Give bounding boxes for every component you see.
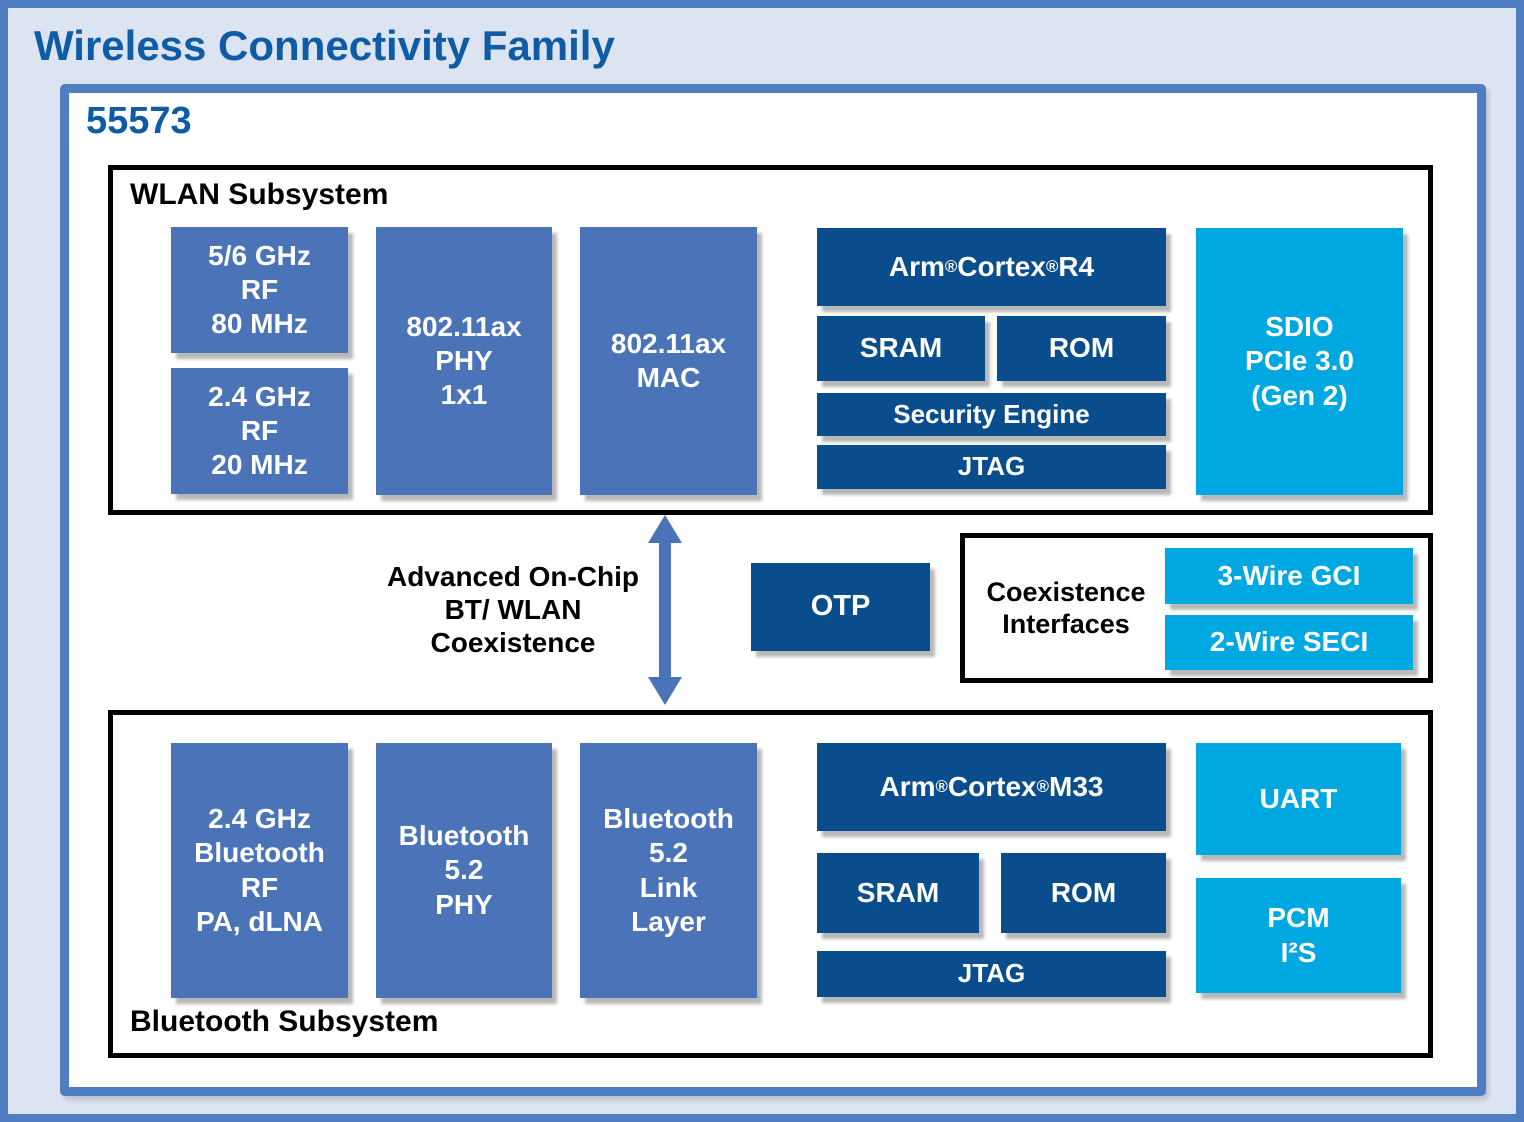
otp-block: OTP [751, 563, 930, 651]
wlan-block-security-engine: Security Engine [817, 393, 1166, 436]
bt-block-link-layer: Bluetooth 5.2 Link Layer [580, 743, 757, 998]
bt-block-phy: Bluetooth 5.2 PHY [376, 743, 552, 998]
wlan-block-sdio-pcie: SDIO PCIe 3.0 (Gen 2) [1196, 228, 1403, 495]
wlan-block-cortex-r4: Arm® Cortex® R4 [817, 228, 1166, 306]
coex-block-2-wire-seci: 2-Wire SECI [1165, 615, 1413, 670]
bt-block-jtag: JTAG [817, 951, 1166, 997]
wlan-block-mac: 802.11ax MAC [580, 227, 757, 495]
bt-block-cortex-m33: Arm® Cortex® M33 [817, 743, 1166, 831]
wlan-block-5-6ghz-rf: 5/6 GHz RF 80 MHz [171, 227, 348, 353]
coex-block-3-wire-gci: 3-Wire GCI [1165, 548, 1413, 604]
wlan-block-jtag: JTAG [817, 445, 1166, 489]
bt-block-rom: ROM [1001, 853, 1166, 933]
wlan-subsystem-label: WLAN Subsystem [130, 178, 389, 211]
wlan-block-sram: SRAM [817, 316, 985, 381]
coexistence-note: Advanced On-Chip BT/ WLAN Coexistence [386, 561, 639, 659]
bluetooth-subsystem-label: Bluetooth Subsystem [130, 1005, 439, 1038]
chip-name: 55573 [86, 100, 192, 142]
bt-block-2-4ghz-rf: 2.4 GHz Bluetooth RF PA, dLNA [171, 743, 348, 998]
bt-block-uart: UART [1196, 743, 1401, 855]
bt-wlan-coexistence-arrow-icon [648, 515, 682, 710]
bt-block-pcm-i2s: PCM I²S [1196, 878, 1401, 993]
wlan-block-2-4ghz-rf: 2.4 GHz RF 20 MHz [171, 368, 348, 494]
wlan-block-phy: 802.11ax PHY 1x1 [376, 227, 552, 495]
coexistence-interfaces-label: Coexistence Interfaces [986, 576, 1146, 639]
bt-block-sram: SRAM [817, 853, 979, 933]
page-title: Wireless Connectivity Family [34, 22, 615, 69]
wlan-block-rom: ROM [997, 316, 1166, 381]
